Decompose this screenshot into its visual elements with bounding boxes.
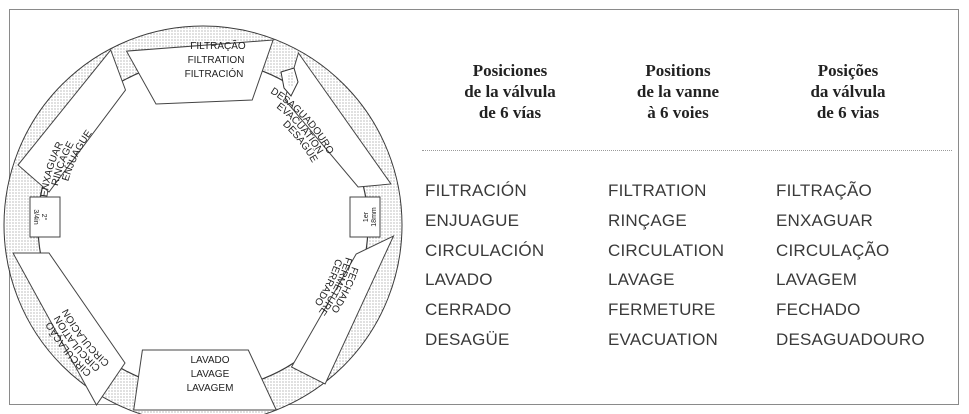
row-pt-closed: FECHADO bbox=[776, 300, 861, 320]
row-fr-waste: EVACUATION bbox=[608, 329, 718, 349]
row-es-circulation: CIRCULACIÓN bbox=[425, 240, 545, 260]
segment-bottom bbox=[133, 349, 278, 411]
segment-lower-left bbox=[12, 252, 126, 406]
row-pt-circulation: CIRCULAÇÃO bbox=[776, 240, 890, 260]
dial-top-line-1: FILTRAÇÃO bbox=[190, 39, 246, 52]
dial-bottom-line-1: LAVADO bbox=[190, 355, 229, 366]
right-tag-box bbox=[349, 196, 381, 238]
header-spanish: Posiciones de la válvula de 6 vías bbox=[425, 60, 595, 123]
header-fr-line-3: à 6 voies bbox=[647, 103, 709, 122]
left-tag-box bbox=[29, 196, 61, 238]
row-es-closed: CERRADO bbox=[425, 300, 512, 320]
column-french: FILTRATION RINÇAGE CIRCULATION LAVAGE FE… bbox=[608, 176, 724, 355]
header-es-line-1: Posiciones bbox=[472, 61, 548, 80]
segment-lower-right bbox=[290, 234, 395, 385]
row-pt-filtration: FILTRAÇÃO bbox=[776, 181, 872, 200]
header-fr-line-1: Positions bbox=[645, 61, 711, 80]
left-tag-line-1: 2° bbox=[40, 214, 48, 221]
left-tag-line-2: 3/4in bbox=[32, 209, 39, 224]
header-pt-line-2: da válvula bbox=[810, 82, 886, 101]
dial-bottom-line-2: LAVAGE bbox=[191, 369, 230, 380]
dial-outer-edge bbox=[3, 25, 403, 414]
dial-top-line-3: FILTRACIÓN bbox=[185, 67, 244, 80]
segment-top bbox=[125, 39, 274, 105]
row-es-filtration: FILTRACIÓN bbox=[425, 181, 527, 200]
row-fr-closed: FERMETURE bbox=[608, 300, 716, 320]
row-pt-rinse: ENXAGUAR bbox=[776, 210, 874, 230]
row-es-waste: DESAGÜE bbox=[425, 329, 510, 349]
header-pt-line-3: de 6 vias bbox=[816, 103, 880, 122]
row-fr-rinse: RINÇAGE bbox=[608, 210, 687, 230]
segment-upper-left bbox=[17, 49, 127, 193]
selector-pointer-shade bbox=[286, 72, 295, 90]
header-separator bbox=[422, 150, 952, 151]
dial-bottom-line-3: LAVAGEM bbox=[187, 383, 234, 394]
header-es-line-3: de 6 vías bbox=[478, 103, 542, 122]
valve-dial: 1er 18mm 2° 3/4in FILTRAÇÃO FILTRATION F… bbox=[3, 25, 403, 414]
right-tag-line-1: 1er bbox=[363, 211, 370, 222]
column-portuguese: FILTRAÇÃO ENXAGUAR CIRCULAÇÃO LAVAGEM FE… bbox=[776, 176, 925, 355]
row-es-rinse: ENJUAGUE bbox=[425, 210, 520, 230]
row-es-backwash: LAVADO bbox=[425, 270, 493, 290]
row-fr-filtration: FILTRATION bbox=[608, 181, 707, 200]
header-es-line-2: de la válvula bbox=[464, 82, 556, 101]
row-fr-backwash: LAVAGE bbox=[608, 270, 675, 290]
dial-top-line-2: FILTRATION bbox=[188, 55, 245, 66]
row-fr-circulation: CIRCULATION bbox=[608, 240, 725, 260]
column-spanish: FILTRACIÓN ENJUAGUE CIRCULACIÓN LAVADO C… bbox=[425, 176, 544, 355]
right-tag-line-2: 18mm bbox=[371, 207, 378, 227]
header-pt-line-1: Posições bbox=[817, 61, 879, 80]
row-pt-backwash: LAVAGEM bbox=[776, 270, 858, 290]
header-fr-line-2: de la vanne bbox=[636, 82, 720, 101]
row-pt-waste: DESAGUADOURO bbox=[776, 329, 925, 349]
header-portuguese: Posições da válvula de 6 vias bbox=[763, 60, 933, 123]
header-french: Positions de la vanne à 6 voies bbox=[593, 60, 763, 123]
